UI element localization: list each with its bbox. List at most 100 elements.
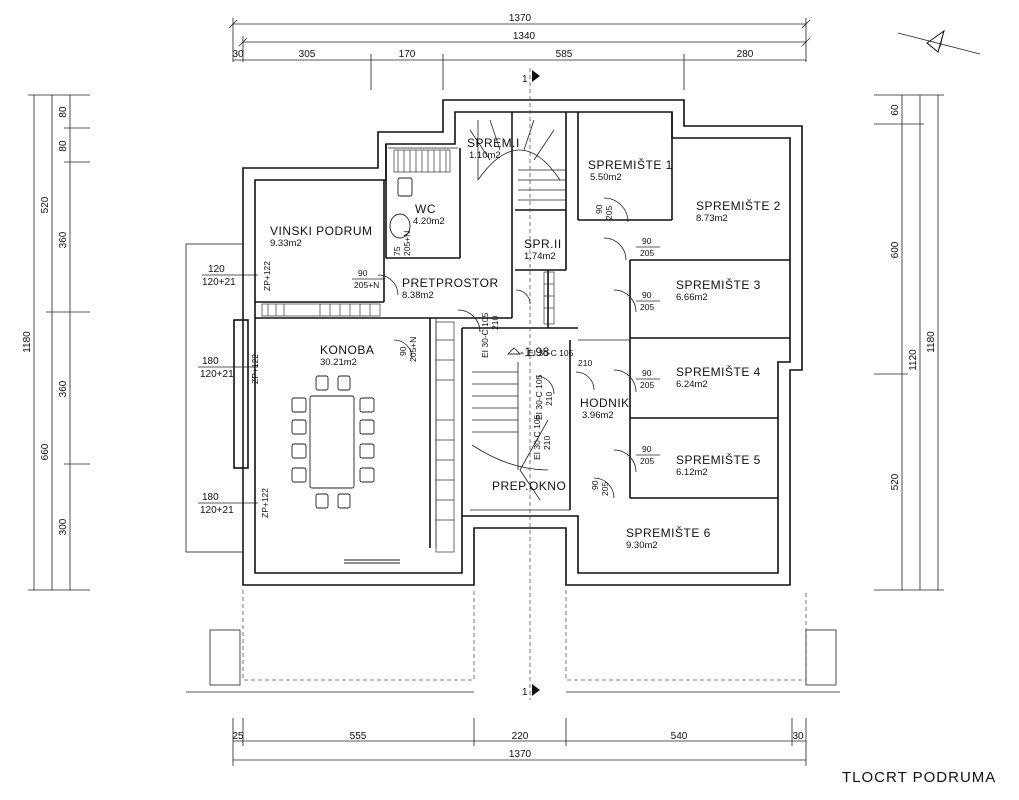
section-line: 1 1 (522, 68, 540, 700)
exterior-terrain (186, 590, 840, 693)
door-konoba-width: 90 (398, 346, 408, 356)
door-spr1-height: 205 (604, 206, 614, 220)
dim-top-seg-5: 280 (737, 49, 754, 60)
dim-left-outer: 1180 (22, 331, 33, 353)
chair-icon (315, 493, 329, 509)
window-2-height: 120+21 (200, 369, 234, 380)
room-pretprostor-area: 8.38m2 (402, 290, 434, 301)
door-spr4-height: 205 (640, 380, 654, 390)
window-1-width: 120 (208, 264, 225, 275)
window-3-height: 120+21 (200, 505, 234, 516)
door-tags: 90 205+N 90 205+N 75 205+N 90 205 90 205… (352, 204, 660, 496)
dim-bottom-total: 1370 (509, 749, 532, 760)
section-marker-bottom: 1 (522, 687, 528, 698)
room-wc-area: 4.20m2 (413, 216, 445, 227)
door-spr3-height: 205 (640, 302, 654, 312)
dim-left-inner-2: 80 (58, 140, 69, 152)
door-spr5-height: 205 (640, 456, 654, 466)
window-3-tag: ZP+122 (260, 488, 270, 518)
room-prep-okno-name: PREP.OKNO (492, 479, 566, 493)
room-konoba-area: 30.21m2 (320, 357, 357, 368)
door-ei4-height: 210 (542, 436, 552, 450)
room-spremiste-2-area: 8.73m2 (696, 213, 728, 224)
chair-icon (337, 375, 351, 391)
door-ei2-type: EI 30-C 105 (528, 348, 574, 358)
room-sprem-i-name: SPREM.I (467, 136, 520, 150)
window-1-height: 120+21 (202, 277, 236, 288)
chair-icon (315, 375, 329, 391)
dim-top-seg-2: 305 (299, 49, 316, 60)
room-spr-ii-name: SPR.II (524, 237, 562, 251)
door-ei1-height: 210 (490, 316, 500, 330)
door-vinski-height: 205+N (354, 280, 379, 290)
door-wc-height: 205+N (402, 231, 412, 256)
dining-table (291, 375, 375, 509)
room-spremiste-1-name: SPREMIŠTE 1 (588, 157, 673, 172)
window-tags: 120 120+21 ZP+122 180 120+21 ZP+122 180 … (198, 261, 272, 518)
room-sprem-i-area: 1.10m2 (469, 150, 501, 161)
staircase-lower (471, 362, 549, 501)
room-spremiste-3-name: SPREMIŠTE 3 (676, 277, 761, 292)
dim-left-inner-3: 360 (58, 231, 69, 248)
door-ei2-height: 210 (578, 358, 592, 368)
exterior-walls (242, 99, 803, 586)
dim-right-mid: 1120 (908, 349, 919, 371)
door-spr2-width: 90 (642, 236, 652, 246)
door-ei3-height: 210 (544, 392, 554, 406)
door-spr6-width: 90 (590, 480, 600, 490)
dim-left-inner-4: 360 (58, 380, 69, 397)
door-ei1-type: EI 30-C 105 (480, 312, 490, 358)
dim-left-inner-5: 300 (58, 518, 69, 535)
dim-top-inner: 1340 (513, 31, 536, 42)
window-2-width: 180 (202, 356, 219, 367)
dimension-chain-right: 1180 1120 60 600 520 (874, 94, 944, 591)
dimension-chain-bottom: 25 555 220 540 30 1370 (232, 718, 807, 766)
room-hodnik-area: 3.96m2 (582, 410, 614, 421)
door-spr4-width: 90 (642, 368, 652, 378)
dim-bottom-seg-2: 555 (350, 731, 367, 742)
chair-icon (291, 467, 307, 483)
dim-top-total: 1370 (509, 13, 532, 24)
dimension-chain-top: 1370 1340 30 305 170 585 280 (228, 13, 811, 90)
dim-bottom-seg-3: 220 (512, 731, 529, 742)
room-vinski-podrum-name: VINSKI PODRUM (270, 224, 373, 238)
room-wc-name: WC (415, 202, 436, 216)
door-ei3-type: EI 30-C 105 (534, 374, 544, 420)
room-spremiste-1-area: 5.50m2 (590, 172, 622, 183)
door-swings (377, 197, 637, 499)
room-spremiste-5-name: SPREMIŠTE 5 (676, 452, 761, 467)
dim-top-seg-1: 30 (232, 49, 244, 60)
wall-hatch (261, 149, 555, 553)
dim-top-seg-3: 170 (399, 49, 416, 60)
dim-right-outer: 1180 (926, 331, 937, 353)
room-spremiste-4-name: SPREMIŠTE 4 (676, 364, 761, 379)
door-vinski-width: 90 (358, 268, 368, 278)
door-ei4-type: EI 30-C 105 (532, 414, 542, 460)
chair-icon (359, 467, 375, 483)
drawing-title: TLOCRT PODRUMA (842, 769, 996, 786)
chair-icon (359, 419, 375, 435)
chair-icon (291, 419, 307, 435)
door-wc-width: 75 (392, 246, 402, 256)
terrace-left (185, 243, 249, 553)
dimension-chain-left: 1180 520 660 80 80 360 360 300 (22, 94, 90, 591)
dim-right-inner-1: 60 (890, 104, 901, 116)
dim-bottom-seg-5: 30 (792, 731, 804, 742)
room-vinski-podrum-area: 9.33m2 (270, 238, 302, 249)
dim-left-mid-2: 660 (40, 443, 51, 460)
room-spremiste-3-area: 6.66m2 (676, 292, 708, 303)
dim-right-inner-3: 520 (890, 473, 901, 490)
north-arrow-icon (897, 29, 981, 55)
toilet-icon (389, 177, 413, 239)
dim-right-inner-2: 600 (890, 241, 901, 258)
room-konoba-name: KONOBA (320, 343, 374, 357)
chair-icon (291, 397, 307, 413)
chair-icon (337, 493, 351, 509)
door-spr5-width: 90 (642, 444, 652, 454)
room-spremiste-2-name: SPREMIŠTE 2 (696, 198, 781, 213)
level-mark-value: -1.98 (520, 345, 550, 359)
staircase-upper (469, 116, 566, 201)
room-spremiste-4-area: 6.24m2 (676, 379, 708, 390)
door-spr1-width: 90 (594, 204, 604, 214)
